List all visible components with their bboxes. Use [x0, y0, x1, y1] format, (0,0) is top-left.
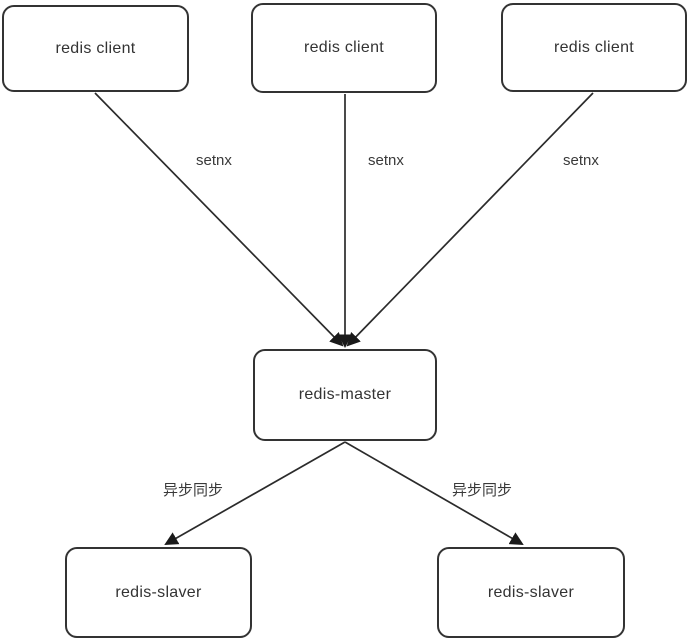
edge-setnx-1	[94, 92, 344, 347]
node-redis-slaver-1-label: redis-slaver	[115, 583, 202, 601]
node-redis-client-1: redis client	[2, 5, 189, 92]
node-redis-master: redis-master	[253, 349, 437, 441]
edge-sync-1	[164, 441, 346, 546]
edge-sync-2	[344, 441, 524, 546]
edge-label-async-sync-1: 异步同步	[163, 482, 224, 499]
node-redis-client-1-label: redis client	[55, 39, 136, 57]
edge-label-setnx-2: setnx	[368, 152, 404, 169]
node-redis-master-label: redis-master	[298, 386, 392, 403]
node-redis-slaver-1: redis-slaver	[65, 547, 252, 638]
node-redis-slaver-2-label: redis-slaver	[487, 583, 575, 601]
node-redis-client-3: redis client	[501, 3, 687, 92]
node-redis-client-2-label: redis client	[303, 39, 385, 56]
edge-label-setnx-1: setnx	[196, 152, 232, 169]
edge-label-async-sync-2: 异步同步	[452, 482, 513, 499]
node-redis-client-2: redis client	[251, 3, 437, 93]
node-redis-client-3-label: redis client	[553, 38, 635, 56]
edge-setnx-3	[346, 92, 594, 347]
edge-label-setnx-3: setnx	[563, 152, 599, 169]
node-redis-slaver-2: redis-slaver	[437, 547, 625, 638]
